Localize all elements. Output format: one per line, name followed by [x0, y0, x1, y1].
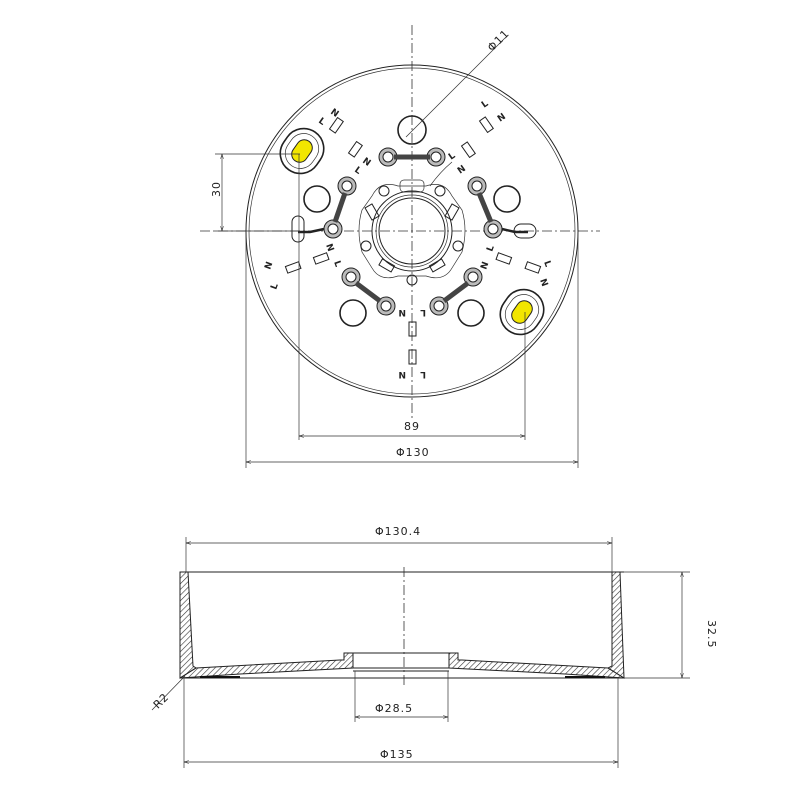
dimension-center-hole: Φ28.5	[354, 671, 449, 722]
left-wall	[179, 571, 197, 679]
hole-leader-line	[405, 37, 506, 138]
hole-diameter-label: Φ11	[485, 27, 512, 54]
svg-text:N: N	[456, 164, 468, 177]
side-slot-right	[513, 223, 537, 239]
terminal-slot-markers	[284, 116, 542, 365]
section-view: Φ130.4 32.5 Φ28.5 Φ135 R2	[151, 525, 718, 768]
center-boss	[358, 161, 466, 286]
svg-text:Φ28.5: Φ28.5	[375, 702, 413, 715]
right-wall	[606, 571, 625, 679]
svg-text:N: N	[398, 369, 406, 379]
dimension-base: Φ135	[183, 678, 619, 768]
svg-text:L: L	[331, 260, 342, 269]
svg-text:N: N	[496, 112, 508, 125]
base-left	[179, 652, 354, 679]
round-hole	[339, 299, 367, 327]
cable-hole-top	[397, 115, 427, 145]
dimension-height: 32.5	[624, 571, 718, 679]
svg-text:N: N	[328, 107, 340, 120]
svg-text:L: L	[480, 99, 491, 111]
svg-text:L: L	[352, 165, 363, 177]
svg-text:L: L	[316, 116, 327, 128]
dimension-outer-diameter: Φ130	[245, 231, 579, 468]
svg-text:L: L	[420, 307, 426, 317]
terminal-labels: L N N L L N L N N L N L L N L N N L N L	[263, 99, 552, 379]
side-slot-left	[291, 215, 305, 243]
svg-text:N: N	[398, 307, 406, 317]
corner-radius: R2	[151, 675, 186, 711]
svg-text:L: L	[541, 260, 552, 269]
svg-text:N: N	[537, 278, 549, 289]
svg-text:Φ130: Φ130	[396, 446, 430, 459]
svg-text:N: N	[323, 243, 335, 254]
svg-text:30: 30	[210, 181, 223, 197]
svg-text:N: N	[360, 156, 372, 169]
dimension-inner-top: Φ130.4	[185, 525, 613, 572]
svg-text:L: L	[420, 369, 426, 379]
svg-text:L: L	[447, 151, 458, 163]
mounting-slot-top-left	[279, 127, 325, 175]
round-hole	[303, 185, 331, 213]
round-hole	[493, 185, 521, 213]
svg-text:Φ130.4: Φ130.4	[375, 525, 421, 538]
round-hole	[457, 299, 485, 327]
mounting-slot-bottom-right	[499, 288, 545, 336]
svg-text:89: 89	[404, 420, 420, 433]
svg-text:N: N	[263, 261, 275, 272]
svg-text:N: N	[479, 261, 491, 272]
svg-text:L: L	[485, 244, 496, 253]
dimension-89: 89	[298, 154, 526, 440]
dimension-30: 30	[210, 153, 300, 232]
svg-text:32.5: 32.5	[705, 620, 718, 649]
base-right	[448, 652, 625, 679]
svg-text:L: L	[269, 282, 280, 291]
top-view: Φ11	[200, 25, 600, 468]
svg-text:Φ135: Φ135	[380, 748, 414, 761]
terminal-posts	[298, 147, 528, 316]
